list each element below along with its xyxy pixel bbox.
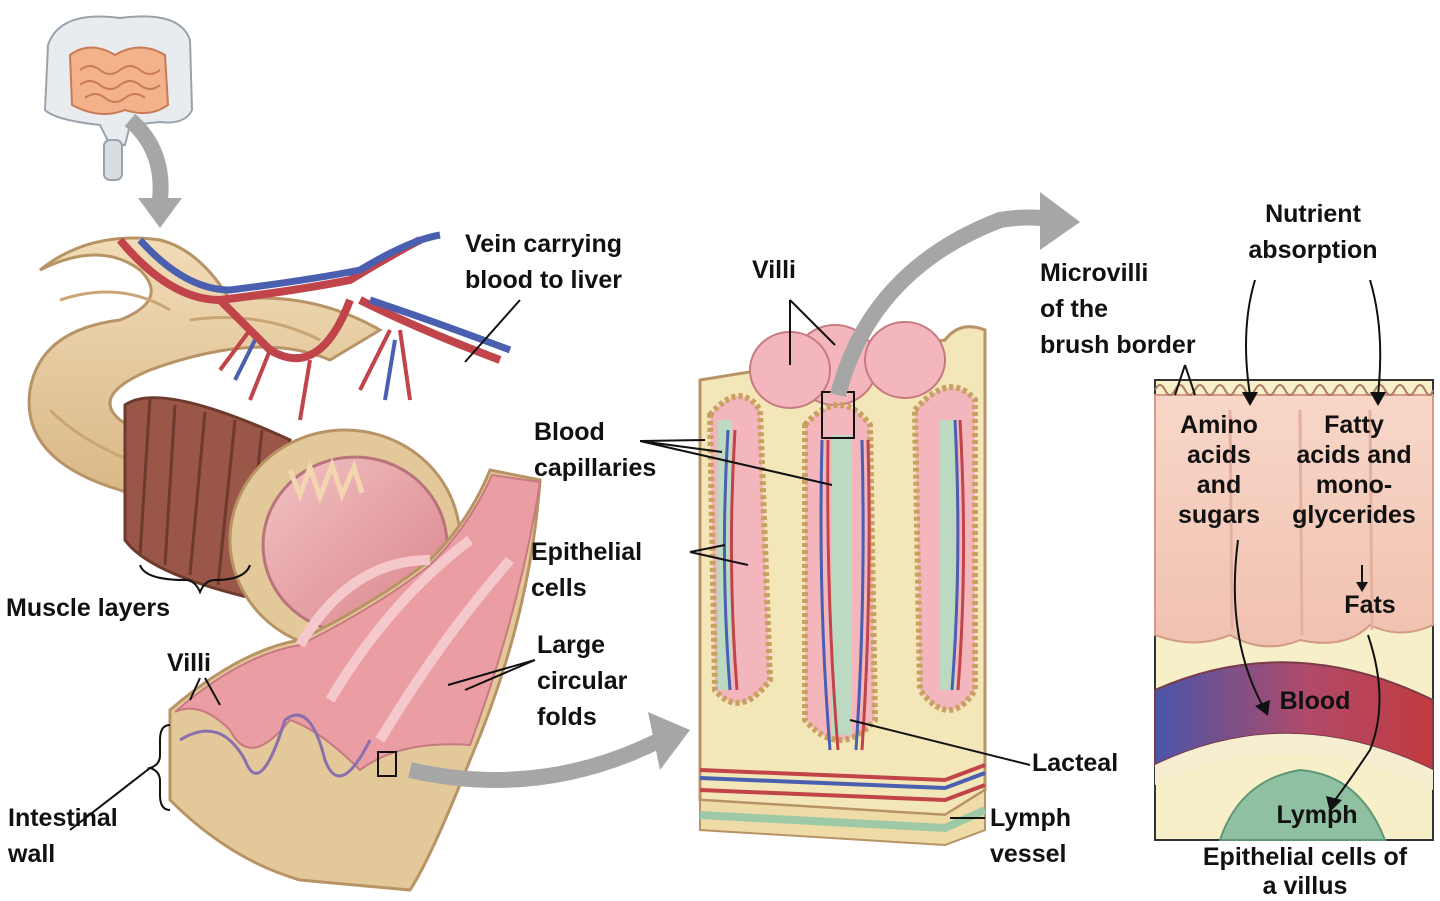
intestine-coils — [27, 236, 383, 522]
large-folds-line-3: folds — [537, 703, 597, 731]
microvilli-line-1: Microvilli — [1040, 259, 1149, 287]
nutrient-absorption-label: Nutrient absorption — [1234, 196, 1392, 268]
large-folds-line-1: Large — [537, 631, 606, 659]
blood-label: Blood — [1279, 687, 1351, 715]
intestinal-wall-line-1: Intestinal — [8, 804, 118, 832]
microvilli-line-2: of the — [1040, 295, 1109, 323]
fatty-line-3: mono- — [1315, 471, 1393, 499]
intestinal-wall-line-2: wall — [8, 840, 56, 868]
amino-acids-label: Amino acids and sugars — [1163, 410, 1275, 530]
nutrient-line-1: Nutrient — [1265, 200, 1361, 228]
microvilli-label: Microvilli of the brush border — [1040, 255, 1196, 363]
leader-lines — [69, 299, 1196, 831]
amino-line-4: sugars — [1178, 501, 1260, 529]
fatty-acids-label: Fatty acids and mono- glycerides — [1278, 410, 1430, 530]
muscle-layers-label: Muscle layers — [6, 594, 170, 622]
zoom-arrow-1 — [124, 113, 182, 228]
vein-label-line-2: blood to liver — [465, 266, 622, 294]
epithelial-cells-label: Epithelial cells — [531, 534, 642, 606]
large-circular-folds-label: Large circular folds — [537, 627, 627, 735]
lymph-vessel-label: Lymph vessel — [990, 800, 1071, 872]
lacteal-label: Lacteal — [1032, 749, 1119, 777]
villus-cells-panel — [1154, 279, 1434, 841]
zoom-arrow-2 — [408, 712, 690, 788]
blood-capillaries-label: Blood capillaries — [534, 414, 656, 486]
lymph-label: Lymph — [1276, 801, 1358, 829]
nutrient-line-2: absorption — [1248, 236, 1378, 264]
villi-label-mid: Villi — [752, 256, 797, 284]
blood-capillaries-line-1: Blood — [534, 418, 605, 446]
amino-line-3: and — [1196, 471, 1242, 499]
zoom-arrow-3 — [830, 192, 1080, 397]
amino-line-2: acids — [1187, 441, 1251, 469]
epithelial-villus-caption: Epithelial cells of a villus — [1172, 843, 1438, 901]
blood-capillaries-line-2: capillaries — [534, 454, 657, 482]
opened-intestinal-wall — [168, 468, 542, 892]
lymph-vessel-line-1: Lymph — [990, 804, 1072, 832]
vein-label: Vein carrying blood to liver — [465, 226, 622, 298]
fats-label: Fats — [1344, 591, 1396, 619]
fatty-line-2: acids and — [1296, 441, 1412, 469]
villi-label-left: Villi — [167, 649, 212, 677]
microvilli-line-3: brush border — [1040, 331, 1196, 359]
epithelial-villus-line-1: Epithelial cells of — [1202, 843, 1408, 871]
fatty-line-4: glycerides — [1292, 501, 1416, 529]
mesenteric-vessels — [116, 231, 512, 421]
intestinal-wall-label: Intestinal wall — [8, 800, 118, 872]
villi-block — [698, 321, 987, 847]
vein-label-line-1: Vein carrying — [465, 230, 623, 258]
large-folds-line-2: circular — [537, 667, 628, 695]
fatty-line-1: Fatty — [1324, 411, 1384, 439]
lymph-vessel-line-2: vessel — [990, 840, 1067, 868]
gi-tract-icon — [43, 15, 194, 181]
epithelial-cells-line-1: Epithelial — [531, 538, 643, 566]
epithelial-cells-line-2: cells — [531, 574, 587, 602]
epithelial-villus-line-2: a villus — [1262, 872, 1348, 900]
amino-line-1: Amino — [1180, 411, 1258, 439]
